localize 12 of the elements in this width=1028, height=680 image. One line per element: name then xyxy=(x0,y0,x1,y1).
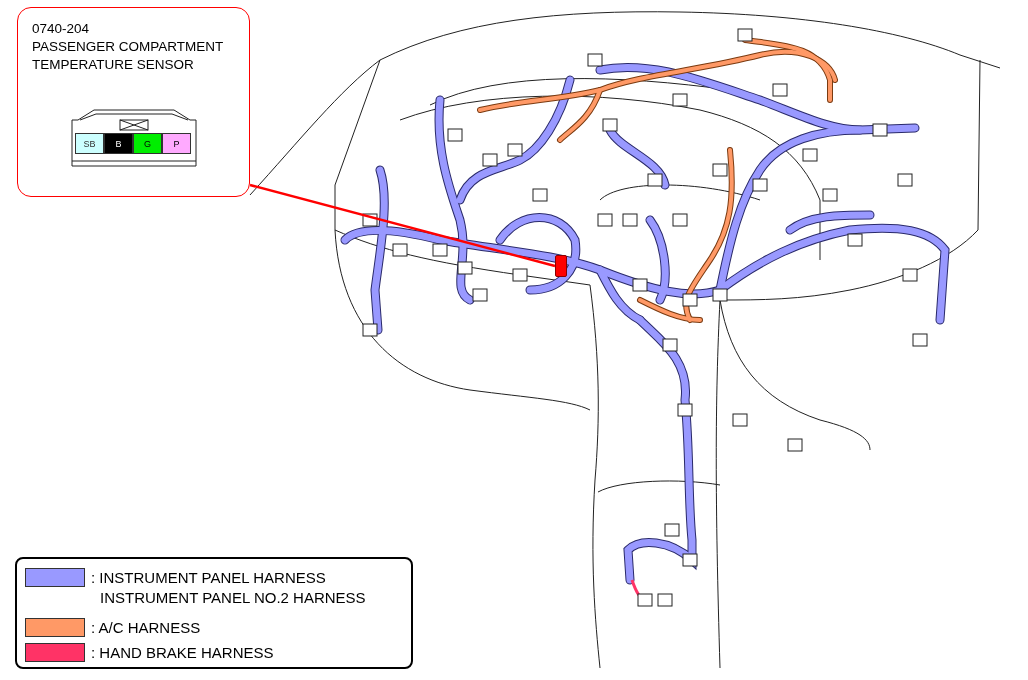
legend-label: : INSTRUMENT PANEL HARNESS INSTRUMENT PANEL NO.2 HARNESS xyxy=(91,568,367,608)
callout-title: 0740-204 xyxy=(32,20,91,38)
callout-box xyxy=(17,7,250,197)
legend-label: : A/C HARNESS xyxy=(91,618,202,638)
pin-cell: P xyxy=(162,133,191,154)
legend-label: : HAND BRAKE HARNESS xyxy=(91,643,275,663)
sensor-connector xyxy=(555,255,567,277)
leader-line xyxy=(249,183,556,268)
callout-title: PASSENGER COMPARTMENT TEMPERATURE SENSOR xyxy=(32,38,225,74)
pin-cell: SB xyxy=(75,133,104,154)
pin-cell: G xyxy=(133,133,162,154)
pin-cell: B xyxy=(104,133,133,154)
